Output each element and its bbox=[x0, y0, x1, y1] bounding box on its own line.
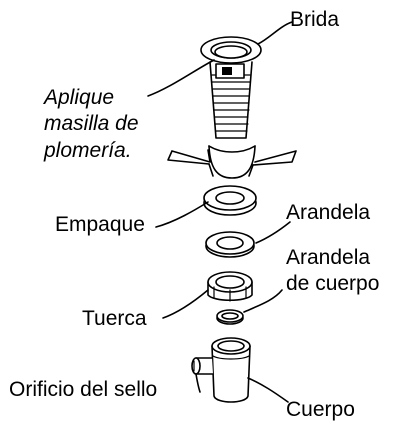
note-line-1: Aplique bbox=[44, 86, 115, 109]
label-empaque: Empaque bbox=[55, 213, 145, 236]
leader-lines bbox=[147, 21, 293, 403]
label-cuerpo: Cuerpo bbox=[286, 398, 355, 421]
note-line-3: plomería. bbox=[44, 139, 132, 162]
label-tuerca: Tuerca bbox=[82, 307, 147, 330]
sink-basin-part bbox=[167, 145, 297, 179]
label-arandela-cuerpo-2: de cuerpo bbox=[286, 272, 380, 295]
gasket-part bbox=[203, 185, 257, 216]
label-brida: Brida bbox=[290, 8, 340, 31]
body-part bbox=[191, 337, 251, 403]
label-arandela: Arandela bbox=[286, 201, 371, 224]
note-line-2: masilla de bbox=[44, 112, 139, 135]
flange-part bbox=[200, 36, 262, 139]
nut-part bbox=[207, 271, 253, 302]
label-arandela-cuerpo-1: Arandela bbox=[286, 246, 371, 269]
label-orificio-del-sello: Orificio del sello bbox=[9, 378, 158, 401]
body-washer-part bbox=[216, 309, 244, 325]
washer-part bbox=[205, 231, 255, 258]
